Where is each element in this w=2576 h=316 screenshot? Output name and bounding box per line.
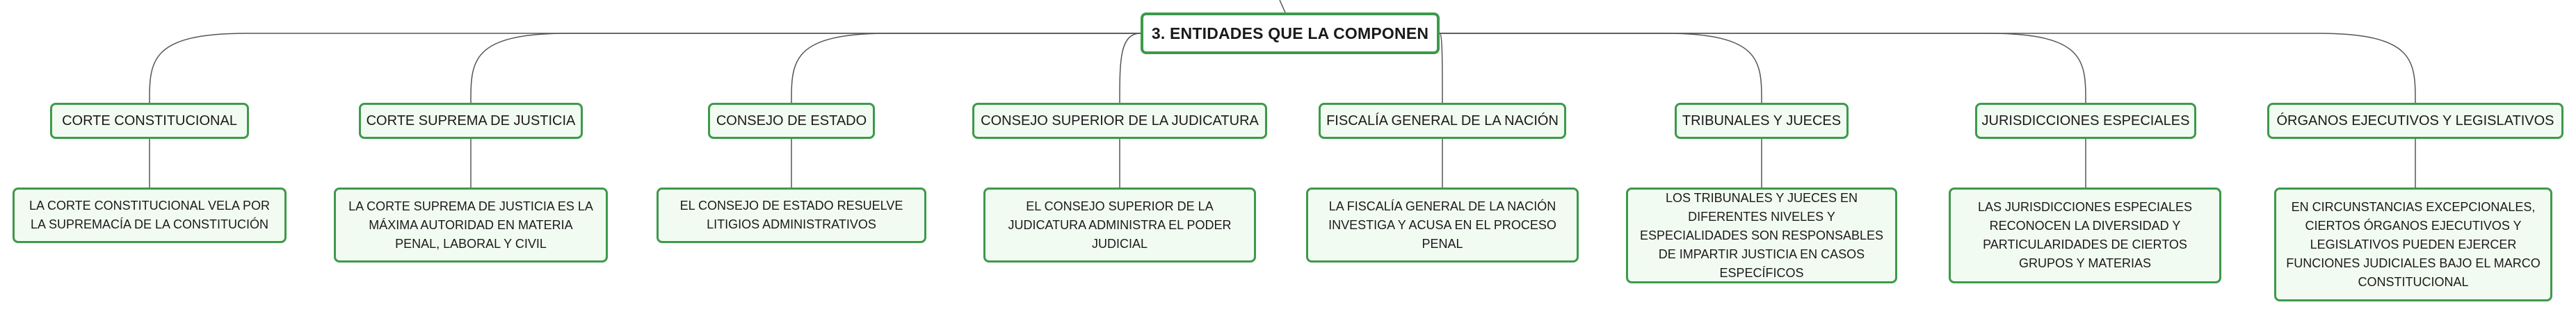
desc-organos[interactable]: EN CIRCUNSTANCIAS EXCEPCIONALES, CIERTOS… — [2274, 188, 2552, 301]
desc-tribunales-jueces[interactable]: LOS TRIBUNALES Y JUECES EN DIFERENTES NI… — [1626, 188, 1897, 283]
entity-consejo-superior[interactable]: CONSEJO SUPERIOR DE LA JUDICATURA — [972, 103, 1267, 139]
desc-corte-suprema[interactable]: LA CORTE SUPREMA DE JUSTICIA ES LA MÁXIM… — [334, 188, 608, 263]
edge-root-to-entity-5 — [1439, 33, 1443, 103]
edge-root-to-entity-4 — [1119, 33, 1141, 103]
root-topic[interactable]: 3. ENTIDADES QUE LA COMPONEN — [1141, 13, 1440, 54]
desc-consejo-estado[interactable]: EL CONSEJO DE ESTADO RESUELVE LITIGIOS A… — [657, 188, 926, 243]
entity-corte-suprema[interactable]: CORTE SUPREMA DE JUSTICIA — [359, 103, 583, 139]
edge-root-to-entity-6 — [1440, 33, 1762, 103]
desc-consejo-superior[interactable]: EL CONSEJO SUPERIOR DE LA JUDICATURA ADM… — [983, 188, 1256, 263]
entity-corte-constitucional[interactable]: CORTE CONSTITUCIONAL — [50, 103, 249, 139]
edge-root-to-entity-8 — [1440, 33, 2416, 103]
entity-jurisdicciones[interactable]: JURISDICCIONES ESPECIALES — [1975, 103, 2196, 139]
edge-root-to-entity-3 — [791, 33, 1141, 103]
edge-root-to-entity-1 — [149, 33, 1141, 103]
entity-consejo-estado[interactable]: CONSEJO DE ESTADO — [708, 103, 875, 139]
edge-root-to-entity-2 — [470, 33, 1141, 103]
entity-fiscalia[interactable]: FISCALÍA GENERAL DE LA NACIÓN — [1319, 103, 1566, 139]
edge-root-to-entity-7 — [1440, 33, 2086, 103]
entity-tribunales-jueces[interactable]: TRIBUNALES Y JUECES — [1675, 103, 1849, 139]
entity-organos[interactable]: ÓRGANOS EJECUTIVOS Y LEGISLATIVOS — [2267, 103, 2563, 139]
desc-jurisdicciones[interactable]: LAS JURISDICCIONES ESPECIALES RECONOCEN … — [1949, 188, 2221, 283]
desc-corte-constitucional[interactable]: LA CORTE CONSTITUCIONAL VELA POR LA SUPR… — [13, 188, 287, 243]
root-incoming-line — [1279, 0, 1286, 13]
desc-fiscalia[interactable]: LA FISCALÍA GENERAL DE LA NACIÓN INVESTI… — [1306, 188, 1579, 263]
